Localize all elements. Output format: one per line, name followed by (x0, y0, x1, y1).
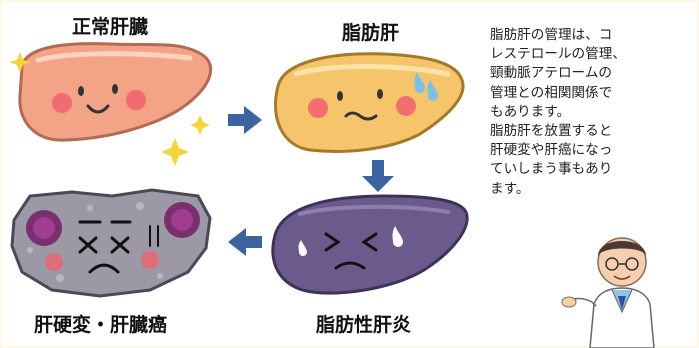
description-paragraph-2: 脂肪肝を放置すると 肝硬変や肝癌になっ ていしまう事もあり ます。 (490, 123, 613, 197)
stage-label-fatty: 脂肪肝 (342, 22, 400, 44)
arrow-right-icon (228, 106, 262, 134)
stage-label-normal: 正常肝臓 (72, 16, 149, 38)
cirrhosis-liver-icon (10, 188, 212, 298)
arrow-down-icon (362, 160, 394, 192)
arrow-left-icon (228, 228, 262, 256)
normal-liver-icon (18, 42, 213, 142)
stage-label-cirrhosis: 肝硬変・肝臓癌 (34, 314, 168, 336)
sparkle-icon (9, 52, 210, 166)
description-paragraph-1: 脂肪肝の管理は、コ レステロールの管理、 頸動脈アテロームの 管理との相関関係で… (490, 27, 626, 120)
fatty-liver-icon (274, 52, 465, 153)
doctor-icon (561, 237, 655, 348)
description-text: 脂肪肝の管理は、コ レステロールの管理、 頸動脈アテロームの 管理との相関関係で… (490, 26, 690, 199)
hepatitis-liver-icon (271, 194, 469, 295)
stage-label-hepatitis: 脂肪性肝炎 (316, 314, 412, 336)
